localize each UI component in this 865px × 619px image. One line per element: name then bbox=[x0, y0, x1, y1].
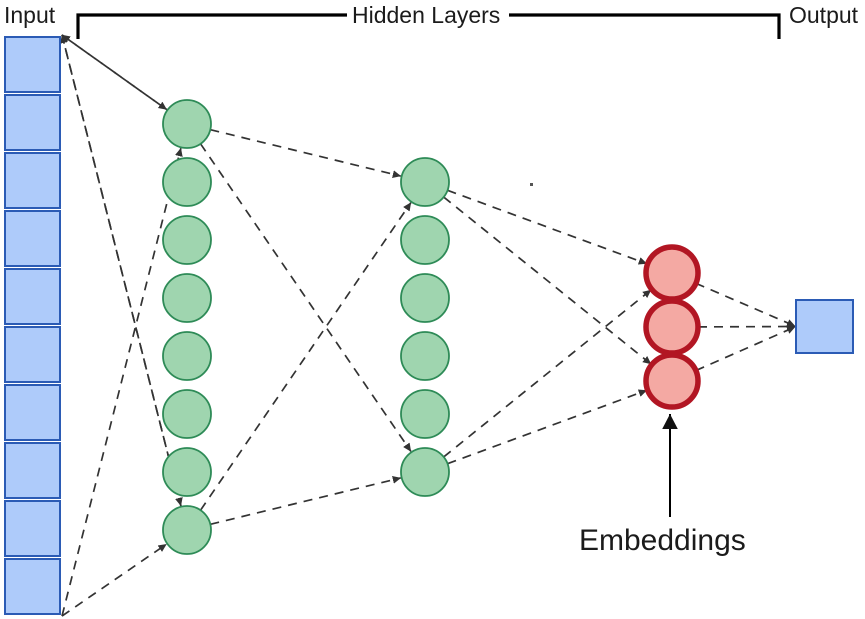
input-block[interactable] bbox=[4, 500, 61, 557]
output-block[interactable] bbox=[795, 299, 854, 354]
hidden-layer-1-node[interactable] bbox=[162, 447, 212, 497]
hidden-layer-2-node[interactable] bbox=[400, 157, 450, 207]
hidden-layer-2-node[interactable] bbox=[400, 331, 450, 381]
input-block[interactable] bbox=[4, 442, 61, 499]
hidden-layer-2-node[interactable] bbox=[400, 389, 450, 439]
embedding-node[interactable] bbox=[643, 244, 701, 302]
embeddings-label: Embeddings bbox=[579, 524, 746, 557]
hidden-layer-1-node[interactable] bbox=[162, 157, 212, 207]
output-layer-label: Output bbox=[789, 2, 859, 28]
layer-nodes bbox=[4, 36, 854, 615]
hidden-layer-2-node[interactable] bbox=[400, 447, 450, 497]
embedding-node[interactable] bbox=[643, 298, 701, 356]
hidden-layer-1-node[interactable] bbox=[162, 389, 212, 439]
connection-edges bbox=[60, 34, 796, 617]
hidden-layer-1-node[interactable] bbox=[162, 215, 212, 265]
hidden-layer-2-node[interactable] bbox=[400, 273, 450, 323]
input-layer-label: Input bbox=[4, 2, 56, 28]
input-block[interactable] bbox=[4, 326, 61, 383]
hidden-layers-bracket bbox=[76, 13, 781, 39]
hidden-layer-1-node[interactable] bbox=[162, 505, 212, 555]
input-block[interactable] bbox=[4, 384, 61, 441]
input-block[interactable] bbox=[4, 94, 61, 151]
input-block[interactable] bbox=[4, 268, 61, 325]
hidden-layer-1-node[interactable] bbox=[162, 273, 212, 323]
embedding-node[interactable] bbox=[643, 352, 701, 410]
input-block[interactable] bbox=[4, 36, 61, 93]
hidden-layer-1-node[interactable] bbox=[162, 99, 212, 149]
input-block[interactable] bbox=[4, 558, 61, 615]
input-block[interactable] bbox=[4, 152, 61, 209]
hidden-layer-2-node[interactable] bbox=[400, 215, 450, 265]
hidden-layers-label: Hidden Layers bbox=[352, 2, 501, 28]
hidden-layer-1-node[interactable] bbox=[162, 331, 212, 381]
input-block[interactable] bbox=[4, 210, 61, 267]
